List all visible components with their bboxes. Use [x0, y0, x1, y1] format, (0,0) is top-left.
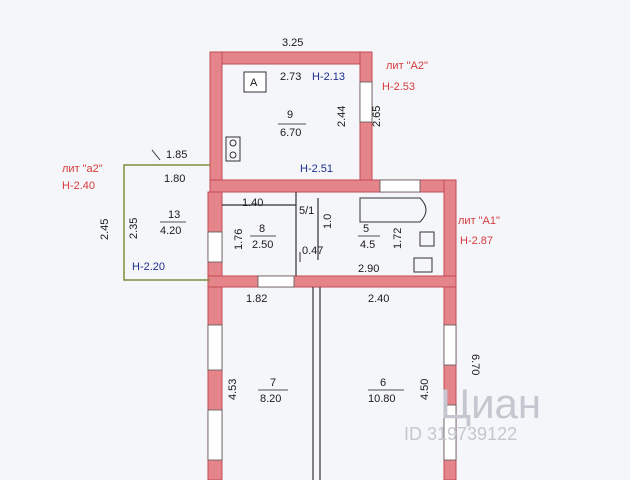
stub-a2 [123, 164, 210, 281]
room-6-num: 6 [380, 377, 386, 389]
room-8-area: 2.50 [252, 239, 273, 251]
room-7-num: 7 [270, 377, 276, 389]
height-a2-bottom: Н-2.51 [300, 163, 333, 175]
window-room8 [207, 231, 223, 263]
dim-top-width: 3.25 [282, 37, 303, 49]
dim-room8-height: 1.76 [233, 229, 245, 250]
room-9-num: 9 [287, 109, 293, 121]
dim-right-total: 6.70 [469, 354, 481, 375]
dim-a2-wall-right: 2.65 [371, 106, 383, 127]
window-room6-a [443, 324, 457, 366]
burner-1-icon [229, 139, 237, 147]
dim-stub-inner: 1.80 [164, 173, 185, 185]
dim-room6-width: 2.40 [368, 293, 389, 305]
room-8-num: 8 [259, 223, 265, 235]
dim-closet-height: 1.0 [322, 214, 334, 229]
room-6-area: 10.80 [368, 393, 396, 405]
walls [207, 51, 457, 480]
wall-a2-left [209, 51, 223, 193]
dim-a2-inner-height: 2.44 [336, 106, 348, 127]
room-5-num: 5 [363, 223, 369, 235]
stamp-label: А [250, 77, 258, 89]
height-stub: Н-2.20 [132, 261, 165, 273]
dim-closet-width: 0.47 [302, 245, 323, 257]
windows [207, 81, 457, 461]
partitions [222, 192, 321, 480]
room-9-area: 6.70 [280, 127, 301, 139]
dim-stub-outer-h: 2.45 [99, 219, 111, 240]
watermark-id: ID 319739122 [404, 424, 517, 444]
dim-bath-inner-height: 1.72 [392, 228, 404, 249]
label-rules [160, 123, 404, 391]
fixtures [225, 71, 435, 273]
door-opening-lower [257, 275, 295, 288]
dimension-ticks [151, 149, 301, 262]
text-layer: А 3.25 2.73 Н-2.13 2.44 2.65 лит "А2" Н-… [62, 37, 541, 444]
window-room6-b [443, 404, 457, 461]
bathtub-icon [359, 197, 427, 223]
lit-a2-upper: лит "А2" [386, 60, 428, 72]
room-5-area: 4.5 [360, 239, 375, 251]
dim-room6-height: 4.50 [419, 379, 431, 400]
wall-lower-horizontal [207, 275, 457, 288]
dim-a2-inner-width: 2.73 [280, 71, 301, 83]
dim-room7-height: 4.53 [227, 379, 239, 400]
wall-a2-top [209, 51, 373, 65]
burner-2-icon [229, 151, 237, 159]
lit-a1-h: Н-2.87 [460, 235, 493, 247]
dim-stub-top: 1.85 [166, 149, 187, 161]
sink-icon [419, 231, 435, 247]
window-bath [379, 179, 421, 193]
dim-room5-width: 2.90 [358, 263, 379, 275]
dim-stub-inner-h: 2.35 [128, 218, 140, 239]
window-room7-a [207, 324, 223, 371]
room-7-area: 8.20 [260, 393, 281, 405]
window-room7-b [207, 409, 223, 461]
lit-a2-lower: лит "а2" [62, 163, 103, 175]
room-5-1-num: 5/1 [299, 205, 314, 217]
room-13-area: 4.20 [160, 225, 181, 237]
dim-room8-width: 1.40 [242, 197, 263, 209]
room-13-num: 13 [168, 209, 180, 221]
toilet-icon [413, 257, 433, 273]
stove-icon [225, 136, 241, 162]
watermark-brand: Циан [440, 380, 541, 427]
dim-room7-width: 1.82 [246, 293, 267, 305]
stamp-box [243, 71, 267, 93]
lit-a2-upper-h: Н-2.53 [382, 81, 415, 93]
lit-a2-lower-h: Н-2.40 [62, 180, 95, 192]
height-a2-top: Н-2.13 [312, 71, 345, 83]
lit-a1: лит "А1" [458, 215, 500, 227]
window-a2 [359, 81, 373, 123]
